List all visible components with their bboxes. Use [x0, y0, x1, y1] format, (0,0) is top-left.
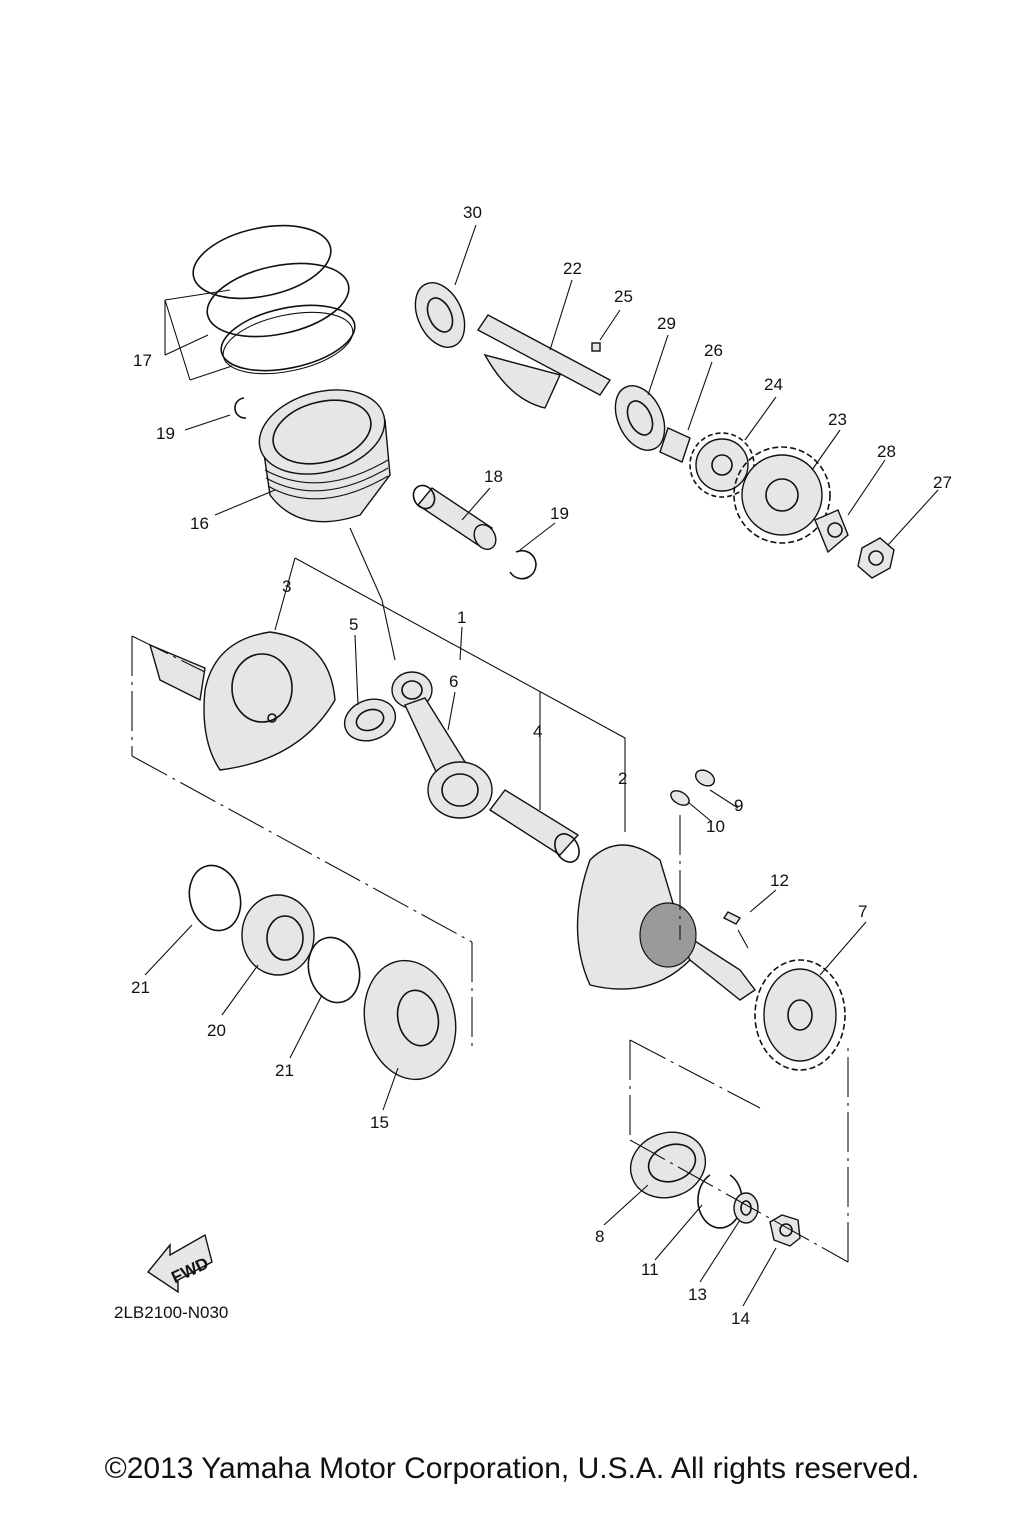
callout-label: 15: [370, 1113, 389, 1132]
callout-label: 7: [858, 902, 867, 921]
callout-label: 17: [133, 351, 152, 370]
crankshaft-left: [148, 631, 336, 771]
callout-label: 28: [877, 442, 896, 461]
circlip-19-upper: [234, 397, 247, 419]
crank-pin: [488, 789, 580, 863]
small-parts: [670, 769, 742, 925]
callout-label: 18: [484, 467, 503, 486]
callout-label: 12: [770, 871, 789, 890]
cam-chain-sprocket-7: [754, 959, 846, 1071]
callout-label: 30: [463, 203, 482, 222]
circlip-19-lower: [509, 549, 537, 580]
callout-label: 10: [706, 817, 725, 836]
callout-label: 14: [731, 1309, 750, 1328]
callout-label: 2: [618, 769, 627, 788]
piston-pin: [412, 484, 497, 551]
callout-label: 5: [349, 615, 358, 634]
callout-label: 6: [449, 672, 458, 691]
callout-label: 24: [764, 375, 783, 394]
callout-label: 22: [563, 259, 582, 278]
callout-label: 21: [131, 978, 150, 997]
callout-label: 20: [207, 1021, 226, 1040]
balancer-drive-gears: [689, 432, 895, 579]
callout-label: 19: [156, 424, 175, 443]
connecting-rod: [391, 671, 493, 819]
callout-label: 27: [933, 473, 952, 492]
callout-label: 13: [688, 1285, 707, 1304]
left-bearing-group: [188, 864, 457, 1081]
callout-labels: 1 2 3 4 5 6 7 8 9 10 11 12 13 14 15 16 1…: [131, 203, 952, 1328]
callout-label: 19: [550, 504, 569, 523]
callout-label: 29: [657, 314, 676, 333]
callout-label: 23: [828, 410, 847, 429]
callout-label: 26: [704, 341, 723, 360]
callout-label: 3: [282, 577, 291, 596]
lower-right-parts: [629, 1131, 801, 1247]
callout-label: 1: [457, 608, 466, 627]
callout-label: 4: [533, 722, 542, 741]
balancer-shaft: [414, 282, 691, 463]
leader-lines: [144, 224, 939, 1307]
piston: [258, 389, 391, 523]
piston-rings: [192, 224, 356, 375]
needle-bearing: [343, 698, 397, 742]
callout-label: 11: [641, 1260, 659, 1279]
diagram-code: 2LB2100-N030: [114, 1303, 228, 1322]
fwd-arrow: FWD: [146, 1233, 213, 1294]
callout-label: 21: [275, 1061, 294, 1080]
assembly-brackets: [131, 289, 849, 1263]
callout-label: 25: [614, 287, 633, 306]
callout-label: 8: [595, 1227, 604, 1246]
callout-label: 16: [190, 514, 209, 533]
copyright-notice: ©2013 Yamaha Motor Corporation, U.S.A. A…: [104, 1452, 920, 1485]
crankshaft-right: [576, 844, 757, 1001]
callout-label: 9: [734, 796, 743, 815]
